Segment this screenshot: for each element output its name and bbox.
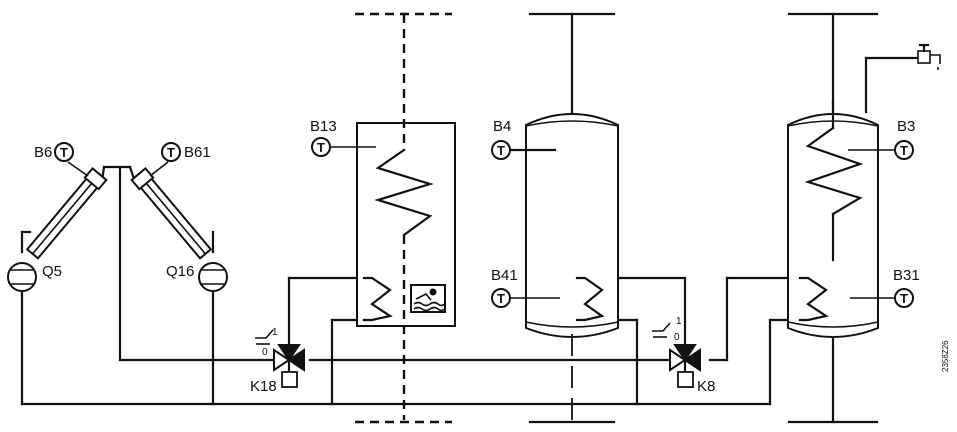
sensor-b4-letter: T: [497, 143, 505, 158]
sensor-b31-icon: T: [850, 288, 914, 308]
sensor-b41-icon: T: [491, 288, 560, 308]
sensor-b6-letter: T: [60, 145, 68, 160]
label-b13: B13: [310, 118, 337, 135]
k8-mark-one: 1: [676, 316, 682, 327]
sensor-b41-letter: T: [497, 291, 505, 306]
sensor-b13-icon: T: [311, 137, 376, 157]
k18-mark-one: 1: [272, 327, 278, 338]
diverter-valve-k8: 1 0: [652, 316, 701, 388]
drawing-code: 2358Z26: [941, 340, 950, 372]
label-b3: B3: [897, 118, 915, 135]
sensor-b3-letter: T: [900, 143, 908, 158]
k8-mark-zero: 0: [674, 332, 680, 343]
label-b41: B41: [491, 267, 518, 284]
sensor-b6-icon: T: [54, 142, 89, 177]
pool-tank: [355, 12, 456, 424]
label-b4: B4: [493, 118, 511, 135]
swimming-pool-icon: [410, 284, 446, 313]
sensor-b3-icon: T: [848, 140, 914, 160]
diverter-valve-k18: 1 0: [255, 327, 305, 388]
k18-mark-zero: 0: [262, 347, 268, 358]
label-b6: B6: [34, 144, 52, 161]
water-tap-icon: [917, 43, 941, 70]
sensor-b61-letter: T: [167, 145, 175, 160]
pump-q5: [7, 262, 37, 292]
sensor-b31-letter: T: [900, 291, 908, 306]
solar-collector-left: [25, 166, 108, 260]
label-b61: B61: [184, 144, 211, 161]
piping: [20, 165, 802, 406]
label-b31: B31: [893, 267, 920, 284]
sensor-b61-icon: T: [149, 142, 181, 177]
label-k18: K18: [250, 378, 277, 395]
storage-tank-b4: [525, 12, 619, 424]
sensor-b4-icon: T: [491, 140, 557, 160]
dhw-tank-b3: [787, 12, 920, 424]
sensor-b13-letter: T: [317, 140, 325, 155]
solar-collector-right: [130, 166, 213, 260]
pump-q16: [198, 262, 228, 292]
label-q16: Q16: [166, 263, 194, 280]
label-k8: K8: [697, 378, 715, 395]
label-q5: Q5: [42, 263, 62, 280]
